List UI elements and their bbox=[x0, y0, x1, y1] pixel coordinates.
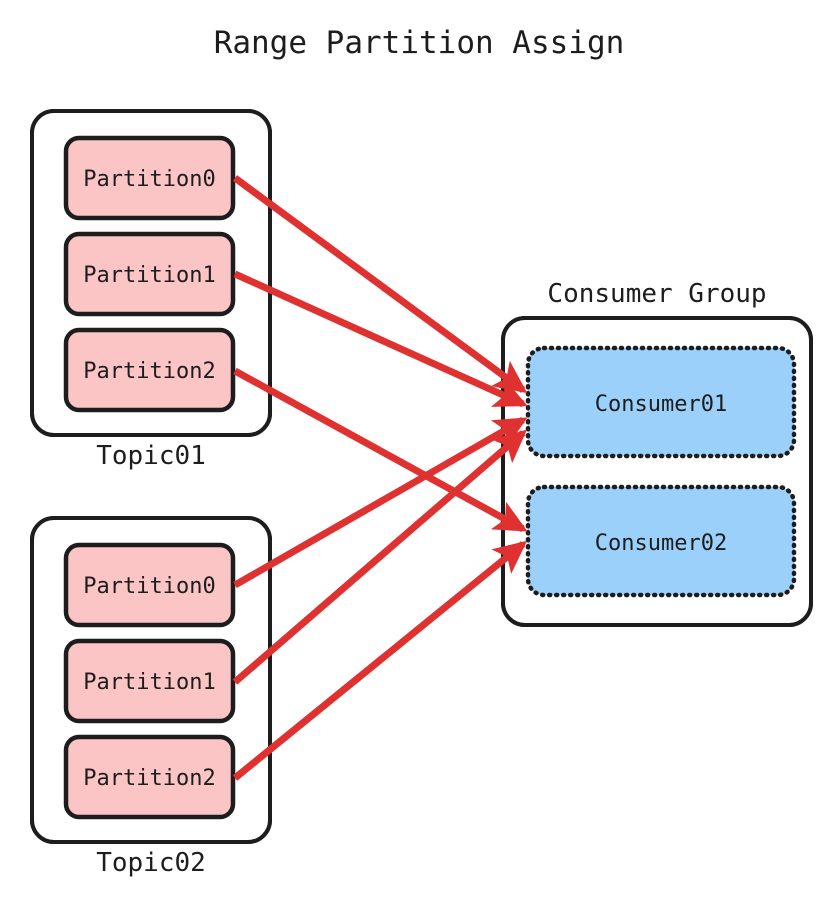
partition-node-t2p2[interactable]: Partition2 bbox=[63, 734, 236, 820]
t2p0-box bbox=[63, 542, 236, 628]
consumer02-label: Consumer02 bbox=[595, 531, 727, 556]
topic-container-topic02: Partition0 Partition1 Partition2 Topic02 bbox=[30, 516, 272, 878]
consumer-group-label: Consumer Group bbox=[547, 279, 766, 309]
topic-container-topic01: Partition0 Partition1 Partition2 Topic01 bbox=[30, 109, 272, 471]
page-title: Range Partition Assign bbox=[214, 25, 625, 61]
consumer01-label: Consumer01 bbox=[595, 392, 727, 417]
topic02-label: Topic02 bbox=[96, 848, 206, 878]
t2p2-box bbox=[63, 734, 236, 820]
partition-node-t2p1[interactable]: Partition1 bbox=[63, 638, 236, 724]
edge-topic01-partition1-to-consumer01 bbox=[233, 270, 528, 408]
t2p0-label: Partition0 bbox=[83, 574, 215, 599]
t1p2-label: Partition2 bbox=[83, 359, 215, 384]
t1p0-label: Partition0 bbox=[83, 167, 215, 192]
partition-node-t1p2[interactable]: Partition2 bbox=[63, 327, 236, 413]
t1p2-box bbox=[63, 327, 236, 413]
consumer-group-container: Consumer Group Consumer01 Consumer02 bbox=[501, 279, 813, 627]
assignment-edges bbox=[232, 175, 528, 781]
t2p1-box bbox=[63, 638, 236, 724]
partition-node-t1p1[interactable]: Partition1 bbox=[63, 231, 236, 317]
edge-topic02-partition2-to-consumer02 bbox=[232, 540, 528, 781]
t1p1-label: Partition1 bbox=[83, 263, 215, 288]
consumer-node-consumer01[interactable]: Consumer01 bbox=[525, 345, 797, 459]
consumer-node-consumer02[interactable]: Consumer02 bbox=[525, 484, 797, 598]
consumer01-box bbox=[525, 345, 797, 459]
edge-topic01-partition0-to-consumer01 bbox=[232, 175, 528, 394]
topic01-label: Topic01 bbox=[96, 441, 206, 471]
partition-node-t1p0[interactable]: Partition0 bbox=[63, 135, 236, 221]
partition-node-t2p0[interactable]: Partition0 bbox=[63, 542, 236, 628]
t2p2-label: Partition2 bbox=[83, 766, 215, 791]
edge-topic02-partition0-to-consumer01 bbox=[233, 416, 528, 589]
t1p1-box bbox=[63, 231, 236, 317]
consumer02-box bbox=[525, 484, 797, 598]
t1p0-box bbox=[63, 135, 236, 221]
edge-topic01-partition2-to-consumer02 bbox=[233, 367, 528, 533]
edge-topic02-partition1-to-consumer01 bbox=[232, 429, 527, 685]
t2p1-label: Partition1 bbox=[83, 670, 215, 695]
